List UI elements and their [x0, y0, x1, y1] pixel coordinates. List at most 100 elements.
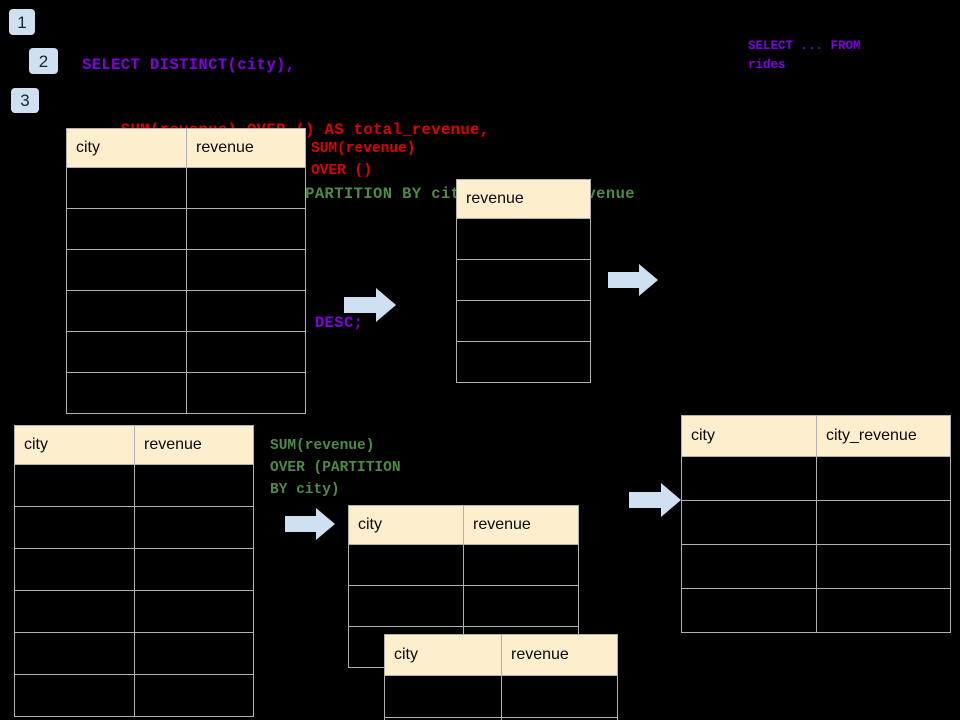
table-row	[681, 588, 951, 633]
cell-city	[14, 590, 135, 633]
cell-city	[681, 500, 817, 545]
table-header-row: city revenue	[384, 634, 618, 676]
table-row	[66, 331, 306, 373]
table-row	[14, 548, 254, 591]
cell-revenue	[134, 590, 254, 633]
table-row	[14, 464, 254, 507]
cell-city-revenue	[816, 588, 951, 633]
cell-revenue	[186, 167, 306, 209]
table-row	[14, 674, 254, 717]
cell-revenue	[456, 300, 591, 342]
cell-city	[348, 585, 464, 627]
cell-revenue	[186, 372, 306, 414]
cell-revenue	[463, 544, 579, 586]
sql-line-select: SELECT DISTINCT(city),	[82, 56, 296, 74]
cell-city	[66, 290, 187, 332]
step-badge-3: 3	[11, 88, 39, 113]
cell-revenue	[186, 249, 306, 291]
table-header-row: revenue	[456, 179, 591, 219]
table-row	[66, 167, 306, 209]
cell-revenue	[456, 341, 591, 383]
cell-city	[14, 506, 135, 549]
cell-city	[66, 249, 187, 291]
cell-revenue	[456, 259, 591, 301]
arrow-partition-to-result-icon	[629, 483, 681, 517]
table-row	[348, 585, 579, 627]
partition-group-table-front: city revenue	[384, 634, 618, 720]
partition-annotation: SUM(revenue) OVER (PARTITION BY city)	[270, 438, 401, 498]
cell-revenue	[134, 632, 254, 675]
table-row	[456, 341, 591, 383]
column-header-city: city	[14, 425, 135, 465]
step-badge-3-label: 3	[20, 91, 30, 110]
cell-revenue	[186, 208, 306, 250]
table-row	[14, 632, 254, 675]
step-badge-2-label: 2	[38, 51, 49, 71]
table-row	[348, 544, 579, 586]
cell-city-revenue	[816, 456, 951, 501]
city-revenue-result-table: city city_revenue	[681, 415, 951, 633]
table-row	[681, 544, 951, 589]
arrow-source-to-total-icon	[344, 288, 396, 322]
total-revenue-table: revenue	[456, 179, 591, 383]
cell-city	[14, 464, 135, 507]
step-badge-1: 1	[9, 9, 35, 35]
column-header-city: city	[681, 415, 817, 457]
cell-revenue	[456, 218, 591, 260]
table-header-row: city revenue	[348, 505, 579, 545]
cell-city	[681, 456, 817, 501]
column-header-city: city	[348, 505, 464, 545]
cell-revenue	[501, 717, 618, 720]
table-header-row: city city_revenue	[681, 415, 951, 457]
cell-city	[66, 167, 187, 209]
column-header-revenue: revenue	[456, 179, 591, 219]
column-header-city-revenue: city_revenue	[816, 415, 951, 457]
table-row	[681, 456, 951, 501]
cell-revenue	[134, 506, 254, 549]
cell-city	[14, 674, 135, 717]
cell-city-revenue	[816, 500, 951, 545]
arrow-total-to-result-icon	[608, 264, 658, 296]
table-row	[66, 249, 306, 291]
cell-city	[14, 548, 135, 591]
table-row	[66, 372, 306, 414]
cell-revenue	[186, 290, 306, 332]
table-header-row: city revenue	[66, 128, 306, 168]
arrow-source-to-partition-icon	[285, 508, 335, 540]
column-header-city: city	[66, 128, 187, 168]
cell-city	[681, 588, 817, 633]
step-badge-2: 2	[29, 48, 58, 74]
column-header-revenue: revenue	[134, 425, 254, 465]
column-header-revenue: revenue	[463, 505, 579, 545]
cell-revenue	[134, 674, 254, 717]
table-row	[456, 300, 591, 342]
table-row	[456, 218, 591, 260]
cell-city	[66, 372, 187, 414]
table-row	[384, 717, 618, 720]
rides-source-table-top: city revenue	[66, 128, 306, 414]
cell-city	[681, 544, 817, 589]
rides-source-table-bottom: city revenue	[14, 425, 254, 717]
cell-revenue	[463, 585, 579, 627]
column-header-revenue: revenue	[186, 128, 306, 168]
column-header-revenue: revenue	[501, 634, 618, 676]
table-row	[66, 290, 306, 332]
table-row	[384, 675, 618, 718]
cell-city-revenue	[816, 544, 951, 589]
table-row	[681, 500, 951, 545]
cell-city	[66, 208, 187, 250]
step-badge-1-label: 1	[17, 12, 27, 32]
cell-revenue	[134, 464, 254, 507]
cell-revenue	[501, 675, 618, 718]
cell-city	[384, 675, 502, 718]
column-header-city: city	[384, 634, 502, 676]
total-revenue-annotation: SUM(revenue) OVER ()	[311, 141, 416, 179]
cell-city	[14, 632, 135, 675]
table-row	[456, 259, 591, 301]
select-from-rides-note: SELECT ... FROM rides	[748, 39, 861, 72]
cell-city	[348, 544, 464, 586]
table-row	[66, 208, 306, 250]
cell-revenue	[134, 548, 254, 591]
partition-group-table-back: city revenue	[348, 505, 579, 668]
